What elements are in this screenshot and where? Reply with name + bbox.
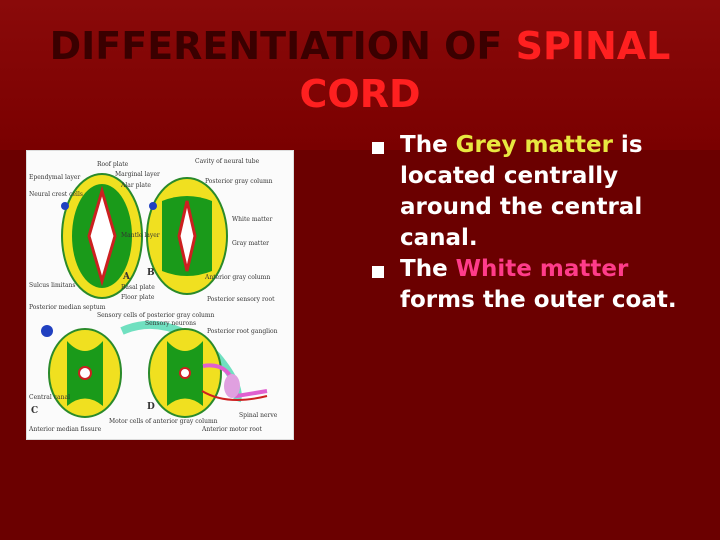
label-posterior-sensory-root: Posterior sensory root (207, 296, 275, 303)
bullet-highlight-white-matter: White matter (455, 256, 629, 282)
diagram-labels: Roof plate Marginal layer Cavity of neur… (28, 158, 278, 433)
label-floor-plate: Floor plate (121, 294, 155, 301)
bullet-text-start: The (400, 256, 456, 282)
label-white-matter: White matter (232, 216, 272, 223)
label-basal-plate: Basal plate (121, 284, 155, 291)
slide-title: DIFFERENTIATION OF SPINAL CORD (20, 22, 700, 118)
label-posterior-root-ganglion: Posterior root ganglion (207, 328, 278, 335)
diagram-svg: Roof plate Marginal layer Cavity of neur… (28, 158, 278, 433)
label-anterior-median-fissure: Anterior median fissure (28, 426, 102, 433)
label-anterior-motor-root: Anterior motor root (201, 426, 263, 433)
bullet-square-icon (372, 142, 384, 154)
bullet-text-end: forms the outer coat. (400, 287, 677, 313)
label-sulcus-limitans: Sulcus limitans (29, 282, 75, 289)
bullet-text-start: The (400, 132, 456, 158)
panel-letter-b: B (147, 268, 155, 278)
label-neural-crest: Neural crest cells (29, 191, 83, 198)
bullet-item: The Grey matter is located centrally aro… (372, 130, 702, 254)
label-sensory-neurons: Sensory neurons (145, 320, 196, 327)
title-text: DIFFERENTIATION OF (49, 24, 516, 68)
label-motor-cells: Motor cells of anterior gray column (109, 418, 218, 425)
panel-c (41, 325, 122, 418)
spinal-cord-diagram: Roof plate Marginal layer Cavity of neur… (26, 150, 294, 440)
label-ependymal: Ependymal layer (29, 174, 80, 181)
panel-d (120, 320, 268, 418)
label-anterior-gray-column: Anterior gray column (204, 274, 270, 281)
title-accent-spinal: SPINAL (515, 24, 671, 68)
panel-letter-c: C (31, 406, 38, 416)
panel-letters: A B C D (31, 268, 155, 416)
label-marginal-layer: Marginal layer (115, 171, 160, 178)
label-roof-plate: Roof plate (97, 161, 129, 168)
bullet-item: The White matter forms the outer coat. (372, 254, 702, 316)
label-cavity: Cavity of neural tube (195, 158, 260, 165)
panel-letter-a: A (122, 272, 131, 282)
label-gray-matter: Gray matter (232, 240, 269, 247)
label-mantle-layer: Mantle layer (121, 232, 160, 239)
label-central-canal: Central canal (29, 394, 70, 401)
label-alar-plate: Alar plate (120, 182, 151, 189)
title-band (0, 0, 720, 150)
label-posterior-gray-column: Posterior gray column (205, 178, 273, 185)
label-sensory-cells: Sensory cells of posterior gray column (97, 312, 215, 319)
panel-letter-d: D (147, 402, 155, 412)
label-posterior-median-septum: Posterior median septum (29, 304, 106, 311)
panel-a (61, 173, 143, 299)
panel-b (146, 177, 228, 295)
bullet-text-end: is located centrally around the central … (400, 132, 643, 251)
bullet-highlight-grey-matter: Grey matter (455, 132, 613, 158)
label-spinal-nerve: Spinal nerve (239, 412, 278, 419)
bullet-square-icon (372, 266, 384, 278)
title-accent-cord: CORD (299, 72, 421, 116)
bullet-list: The Grey matter is located centrally aro… (372, 130, 702, 316)
